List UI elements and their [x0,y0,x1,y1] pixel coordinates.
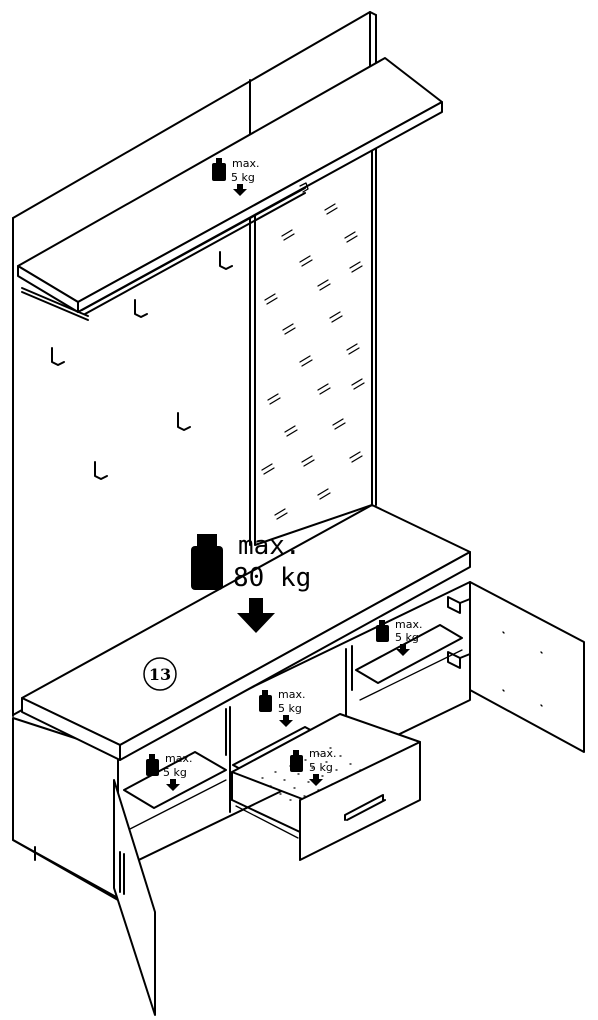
drawer [231,713,421,861]
weight-icon [376,620,389,642]
arrow-down-icon [396,644,410,656]
weight-indicator-main: max. 80 kg [191,531,311,633]
weight-label-max: max. [278,688,305,701]
step-number: 13 [149,665,171,684]
coat-hook-4 [177,412,191,431]
weight-icon [146,754,159,776]
top-shelf [17,57,443,313]
weight-label-max: max. [309,747,336,760]
weight-label-max: max. [238,531,301,561]
hanging-rail [21,182,309,321]
arrow-down-icon [166,779,180,791]
weight-label-max: max. [165,752,192,765]
weight-icon [259,690,272,712]
coat-hook-3 [51,347,65,366]
left-door [113,779,156,1016]
weight-icon [212,158,226,181]
coat-hook-1 [219,251,233,270]
weight-indicator-left: max. 5 kg [146,752,192,791]
coat-hook-5 [94,461,108,480]
mirror-panel [254,147,373,546]
weight-icon [191,534,223,590]
weight-label-value: 5 kg [231,171,255,184]
arrow-down-icon [309,774,323,786]
coat-hooks [51,251,233,480]
drawer-handle [344,794,386,821]
arrow-down-icon [279,715,293,727]
arrow-down-icon [233,184,247,196]
arrow-down-icon [237,598,275,633]
weight-label-value: 5 kg [395,631,419,644]
weight-label-value: 5 kg [163,766,187,779]
weight-indicator-middle: max. 5 kg [259,688,305,727]
weight-label-value: 80 kg [233,563,311,593]
weight-label-value: 5 kg [309,761,333,774]
weight-label-max: max. [395,618,422,631]
hinge-upper [447,596,471,614]
weight-indicator-shelf: max. 5 kg [212,157,259,196]
hinge-lower [447,651,471,669]
weight-label-max: max. [232,157,259,170]
coat-hook-2 [134,299,148,318]
weight-indicator-drawer: max. 5 kg [290,747,336,786]
weight-label-value: 5 kg [278,702,302,715]
mirror-hatching [261,203,365,520]
weight-indicator-right: max. 5 kg [376,618,422,656]
weight-icon [290,750,303,772]
right-door [447,581,585,753]
step-number-badge: 13 [143,657,177,691]
drawer-front [299,741,421,861]
right-shelf [355,624,463,684]
